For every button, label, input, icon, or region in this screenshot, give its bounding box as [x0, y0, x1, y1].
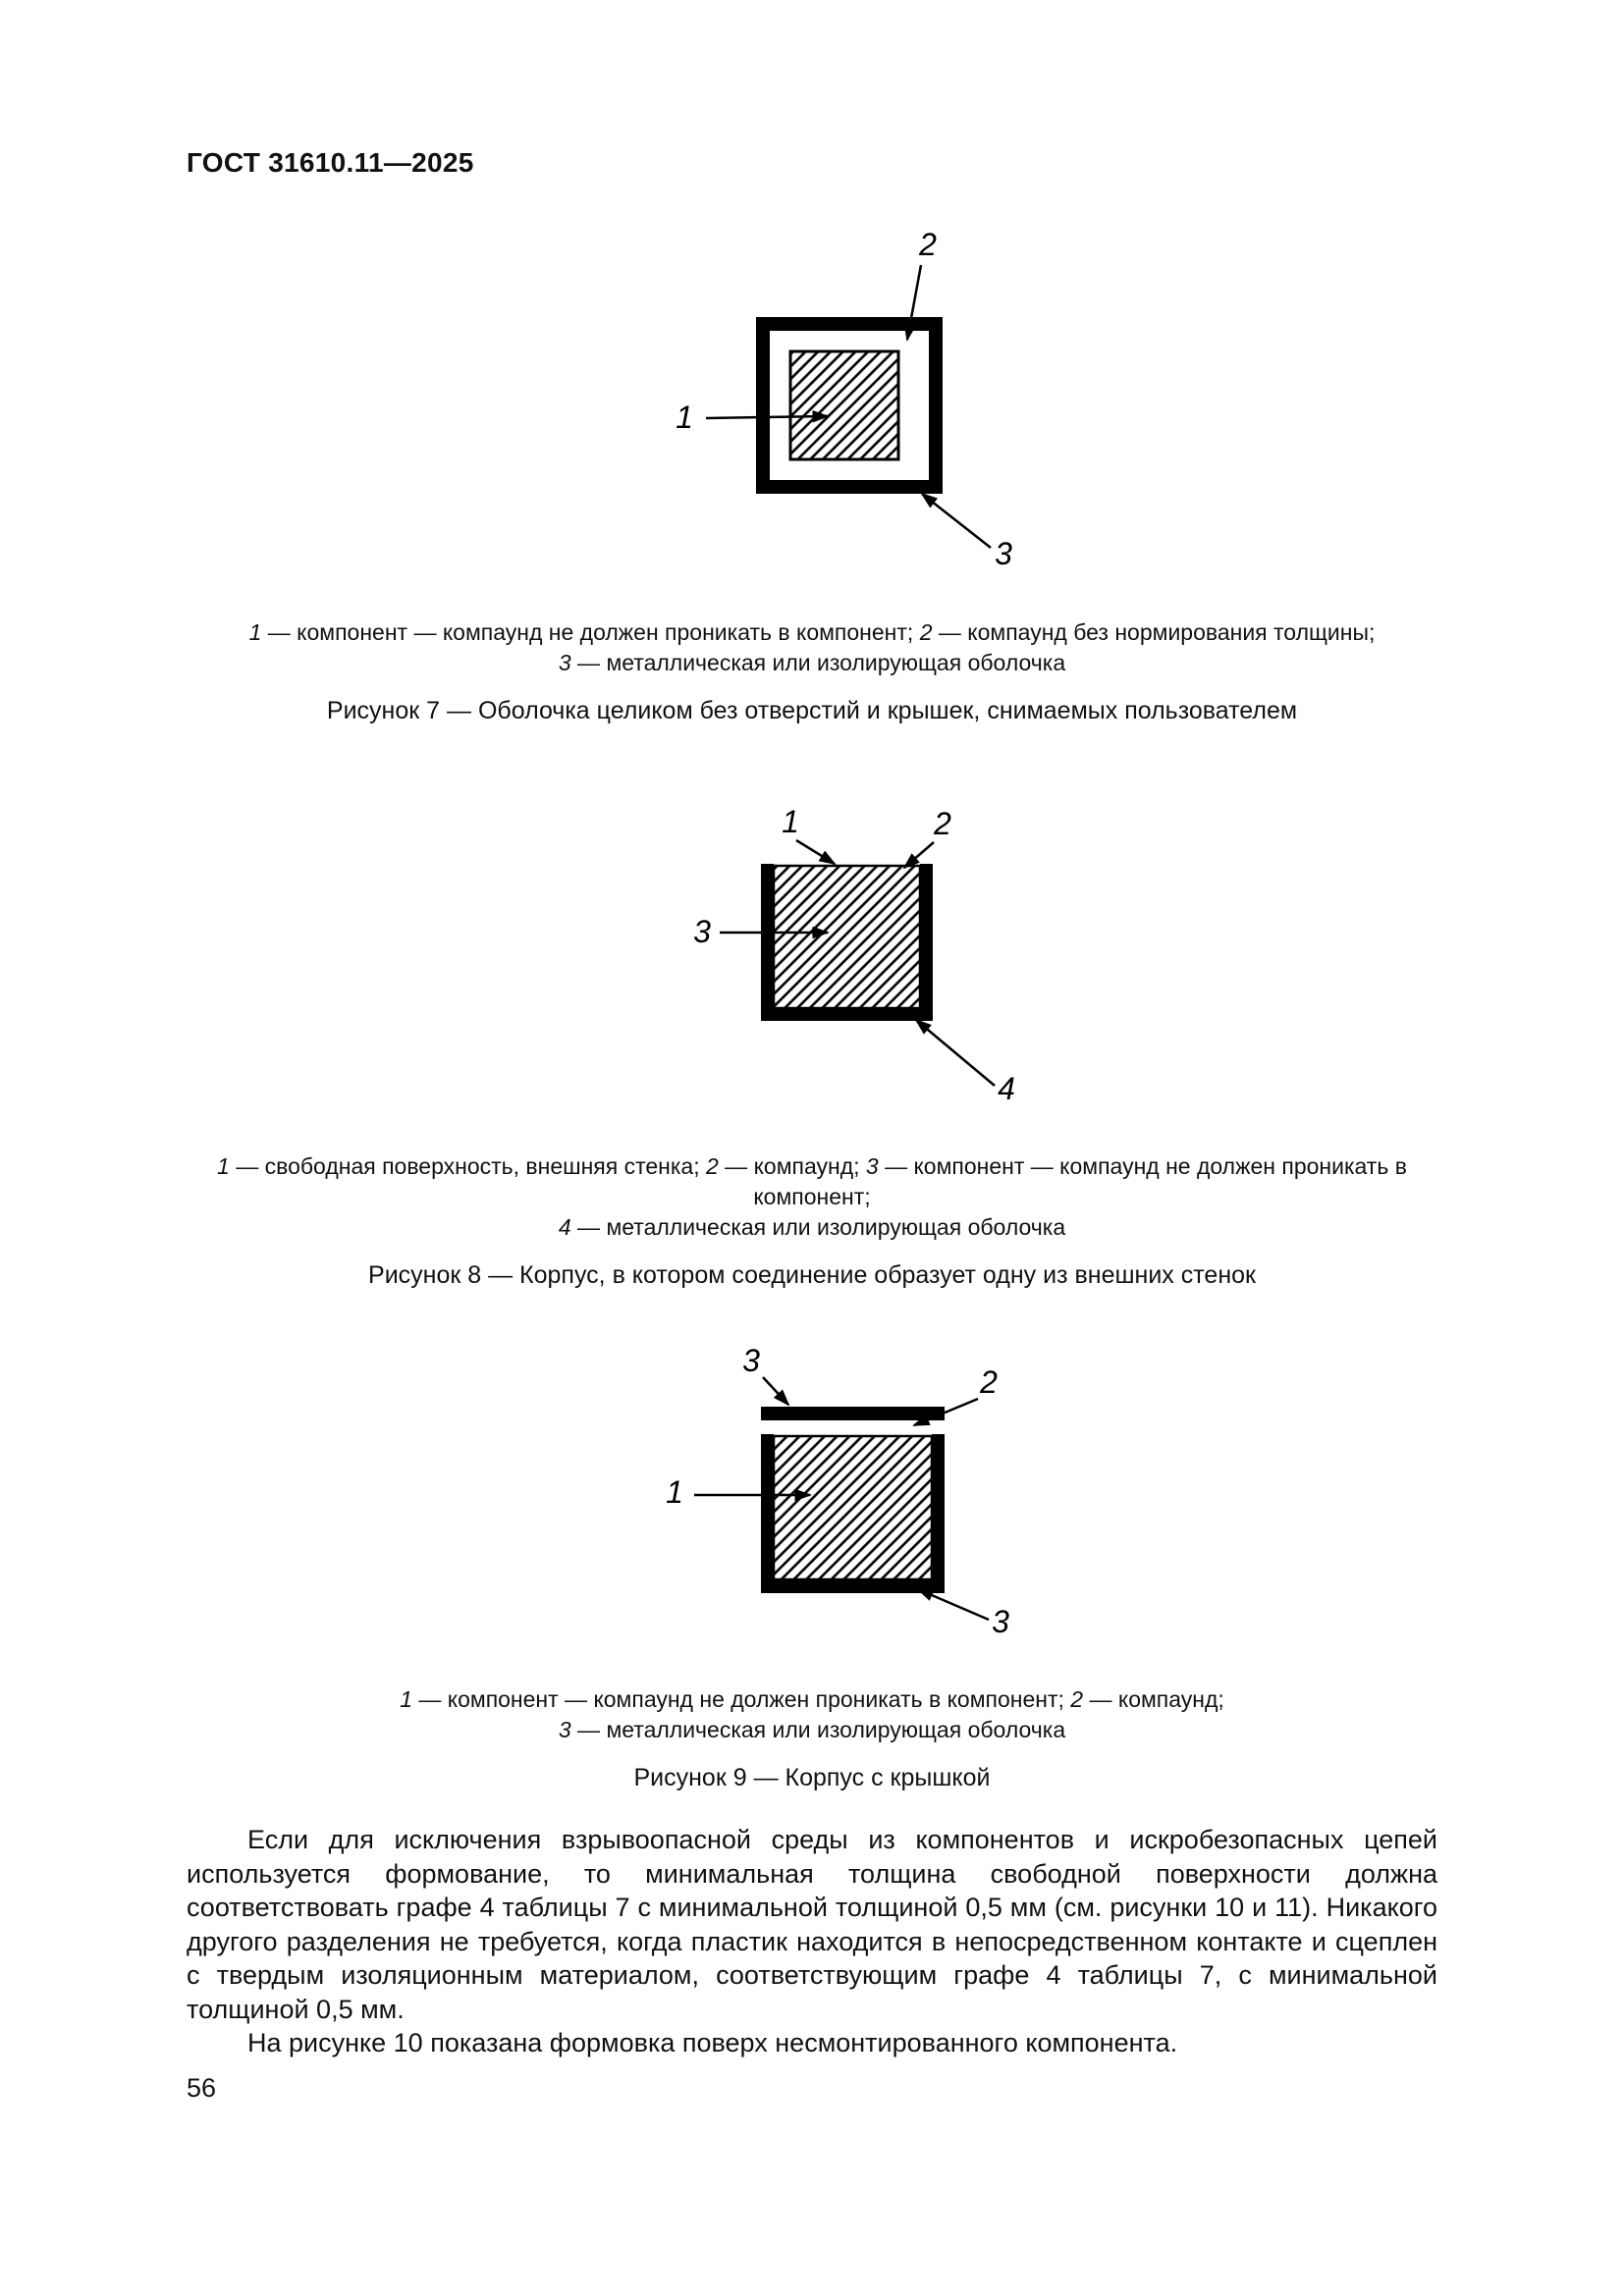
figure-9: 3 2 1 3 1 — компонент — компаунд не долж…: [187, 1330, 1437, 1793]
page-number: 56: [187, 2073, 217, 2103]
caption-line: 3 — металлическая или изолирующая оболоч…: [187, 1715, 1437, 1745]
caption-ref: 2: [919, 619, 933, 645]
label-4: 4: [998, 1071, 1015, 1106]
leader-arrow-2: [912, 1397, 979, 1427]
leader-arrow-4: [914, 1018, 996, 1087]
enclosure-wall-right: [920, 864, 933, 1021]
caption-text: — компонент — компаунд не должен проника…: [411, 1686, 1071, 1712]
caption-text: — свободная поверхность, внешняя стенка;: [229, 1153, 706, 1179]
component-block: [772, 1434, 934, 1581]
caption-ref: 2: [1070, 1686, 1084, 1712]
leader-arrow-2: [903, 264, 923, 342]
caption-text: — компонент — компаунд не должен проника…: [261, 619, 920, 645]
label-1: 1: [782, 804, 799, 839]
caption-ref: 1: [248, 619, 262, 645]
label-3: 3: [693, 914, 711, 949]
caption-line: 1 — компонент — компаунд не должен прони…: [187, 617, 1437, 648]
caption-line: 1 — свободная поверхность, внешняя стенк…: [187, 1151, 1437, 1212]
enclosure-wall-left: [761, 864, 774, 1021]
body-paragraph-2: На рисунке 10 показана формовка поверх н…: [247, 2028, 1178, 2057]
caption-text: — компаунд;: [1083, 1686, 1224, 1712]
figure-8-title: Рисунок 8 — Корпус, в котором соединение…: [368, 1261, 1256, 1289]
enclosure-wall-bottom: [761, 1008, 933, 1021]
figure-7-caption: 1 — компонент — компаунд не должен прони…: [187, 617, 1437, 678]
label-3-top: 3: [742, 1343, 760, 1378]
component-block: [788, 349, 900, 461]
leader-arrow-2: [902, 841, 935, 870]
caption-text: — компаунд без нормирования толщины;: [932, 619, 1376, 645]
caption-line: 1 — компонент — компаунд не должен прони…: [187, 1684, 1437, 1715]
enclosure-wall-bottom: [761, 1579, 945, 1593]
enclosure-wall-left: [761, 1434, 774, 1593]
leader-arrow-3-top: [762, 1376, 790, 1407]
leader-arrow-3-bottom: [916, 1587, 990, 1622]
label-3: 3: [995, 536, 1012, 571]
caption-ref: 1: [400, 1686, 412, 1712]
caption-text: — металлическая или изолирующая оболочка: [570, 1717, 1066, 1742]
caption-text: — металлическая или изолирующая оболочка: [570, 1214, 1066, 1240]
figure-8-caption: 1 — свободная поверхность, внешняя стенк…: [187, 1151, 1437, 1243]
leader-arrow-1: [795, 838, 837, 866]
caption-line: 3 — металлическая или изолирующая оболоч…: [187, 648, 1437, 678]
label-1: 1: [666, 1474, 683, 1510]
label-2: 2: [933, 806, 951, 841]
caption-text: — компаунд;: [718, 1153, 866, 1179]
caption-ref: 1: [217, 1153, 230, 1179]
caption-line: 4 — металлическая или изолирующая оболоч…: [187, 1212, 1437, 1243]
compound-fill: [772, 864, 922, 1010]
caption-ref: 3: [558, 1717, 571, 1742]
caption-ref: 3: [558, 650, 571, 675]
caption-text: — металлическая или изолирующая оболочка: [570, 650, 1066, 675]
caption-ref: 4: [558, 1214, 571, 1240]
leader-arrow-1: [705, 410, 830, 423]
figure-8: 1 2 3 4 1 — свободная поверхность, внешн…: [187, 787, 1437, 1291]
caption-text: — компонент — компаунд не должен проника…: [753, 1153, 1407, 1209]
figure-7-title: Рисунок 7 — Оболочка целиком без отверст…: [326, 697, 1298, 724]
figure-7: 2 1 3 1 — компонент — компаунд не должен…: [187, 214, 1437, 726]
body-text: Если для исключения взрывоопасной среды …: [187, 1823, 1437, 2060]
label-3-bottom: 3: [992, 1604, 1009, 1639]
figure-9-caption: 1 — компонент — компаунд не должен прони…: [187, 1684, 1437, 1745]
figure-7-diagram: 2 1 3: [676, 227, 1012, 571]
caption-ref: 3: [865, 1153, 879, 1179]
document-code: ГОСТ 31610.11—2025: [187, 147, 474, 178]
figure-9-diagram: 3 2 1 3: [666, 1343, 1009, 1639]
label-1: 1: [676, 400, 693, 435]
body-paragraph-1: Если для исключения взрывоопасной среды …: [187, 1825, 1437, 2024]
caption-ref: 2: [706, 1153, 719, 1179]
figure-9-title: Рисунок 9 — Корпус с крышкой: [633, 1764, 991, 1791]
label-2: 2: [918, 227, 937, 262]
enclosure-wall-right: [932, 1434, 945, 1593]
figure-8-diagram: 1 2 3 4: [693, 804, 1015, 1106]
leader-arrow-3: [920, 492, 992, 549]
label-2: 2: [979, 1364, 998, 1400]
enclosure-lid: [761, 1407, 945, 1420]
